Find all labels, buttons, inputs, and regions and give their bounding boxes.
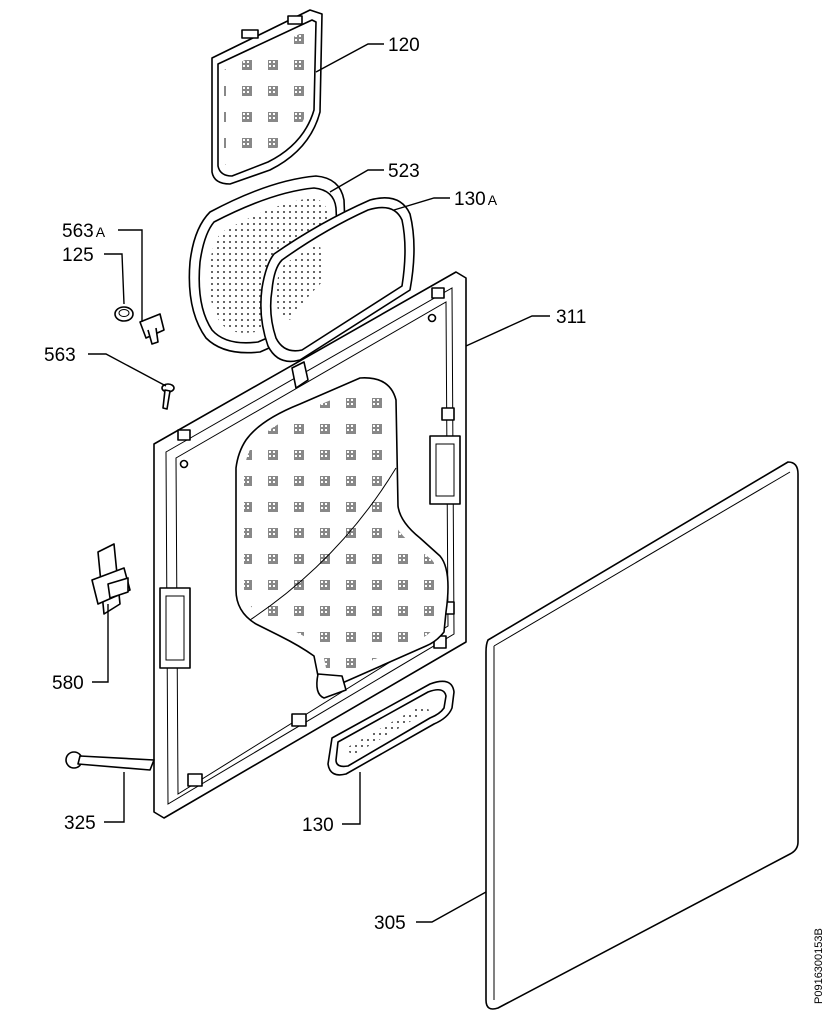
top-filter-120 — [211, 9, 323, 185]
hook-325 — [65, 751, 155, 771]
document-id: P0916300153B — [813, 928, 825, 1004]
label-580: 580 — [52, 673, 84, 694]
handle-gasket-130 — [327, 680, 455, 776]
hinge-580 — [91, 543, 131, 615]
label-523: 523 — [388, 161, 420, 182]
cap-125 — [114, 306, 134, 322]
label-125: 125 — [62, 245, 94, 266]
label-130: 130 — [302, 815, 334, 836]
label-305: 305 — [374, 913, 406, 934]
door-panel-305 — [485, 461, 799, 1010]
clip-563a — [139, 313, 165, 345]
leader-lines — [88, 43, 550, 923]
screw-563 — [161, 383, 175, 410]
oval-gasket-130a — [260, 197, 415, 363]
label-325: 325 — [64, 813, 96, 834]
inner-door-frame-311 — [153, 271, 467, 819]
label-120: 120 — [388, 35, 420, 56]
label-563: 563 — [44, 345, 76, 366]
label-311: 311 — [556, 307, 586, 328]
